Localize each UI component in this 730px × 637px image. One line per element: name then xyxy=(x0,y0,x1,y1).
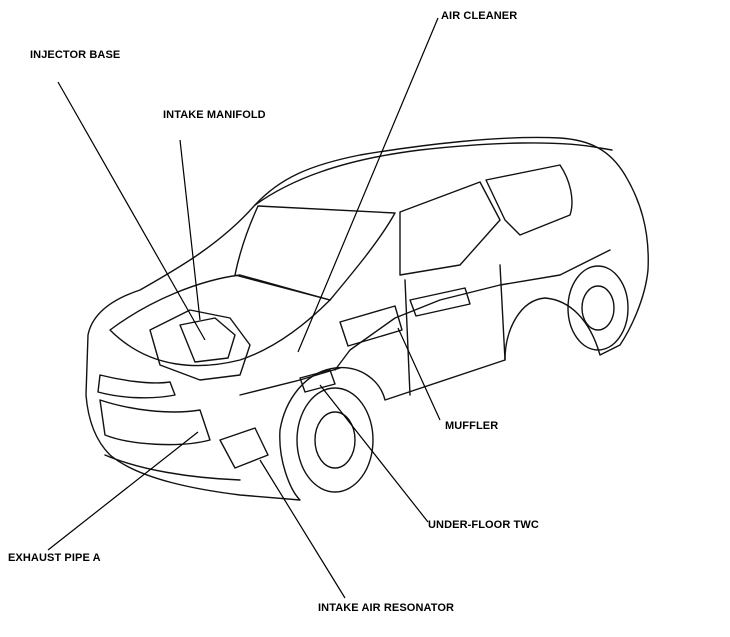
leader-under-floor-twc xyxy=(319,384,429,523)
label-under-floor-twc: UNDER-FLOOR TWC xyxy=(428,519,539,531)
leader-intake-air-resonator xyxy=(259,459,346,599)
leader-injector-base xyxy=(57,81,206,341)
car-body-outline xyxy=(85,136,649,501)
under-floor-twc-part xyxy=(299,369,336,393)
grille xyxy=(99,399,211,446)
front-wheel-hub xyxy=(314,411,356,469)
windshield xyxy=(234,205,396,301)
hood xyxy=(109,274,331,367)
label-air-cleaner: AIR CLEANER xyxy=(441,10,518,22)
rear-wheel-hub xyxy=(581,285,615,331)
exhaust-pipe xyxy=(334,249,611,371)
leader-exhaust-pipe-a xyxy=(47,431,199,551)
leader-muffler xyxy=(397,327,441,421)
headlight xyxy=(97,374,176,399)
side-window-rear xyxy=(485,164,573,236)
rear-wheel xyxy=(567,265,629,351)
roof-line xyxy=(254,142,613,206)
door-line xyxy=(404,264,506,396)
label-intake-manifold: INTAKE MANIFOLD xyxy=(163,109,266,121)
intake-air-resonator-part xyxy=(219,427,269,469)
label-muffler: MUFFLER xyxy=(445,420,499,432)
leader-intake-manifold xyxy=(179,139,201,321)
leader-air-cleaner xyxy=(297,17,439,353)
rear-muffler-part xyxy=(409,287,471,317)
label-injector-base: INJECTOR BASE xyxy=(30,49,121,61)
muffler-part xyxy=(339,305,403,347)
front-wheel xyxy=(296,387,374,493)
front-bumper xyxy=(104,454,241,481)
label-intake-air-resonator: INTAKE AIR RESONATOR xyxy=(318,602,455,614)
engine-block xyxy=(149,309,251,381)
injector-base-part xyxy=(179,317,236,363)
label-exhaust-pipe-a: EXHAUST PIPE A xyxy=(8,552,101,564)
side-window-front xyxy=(399,181,501,276)
